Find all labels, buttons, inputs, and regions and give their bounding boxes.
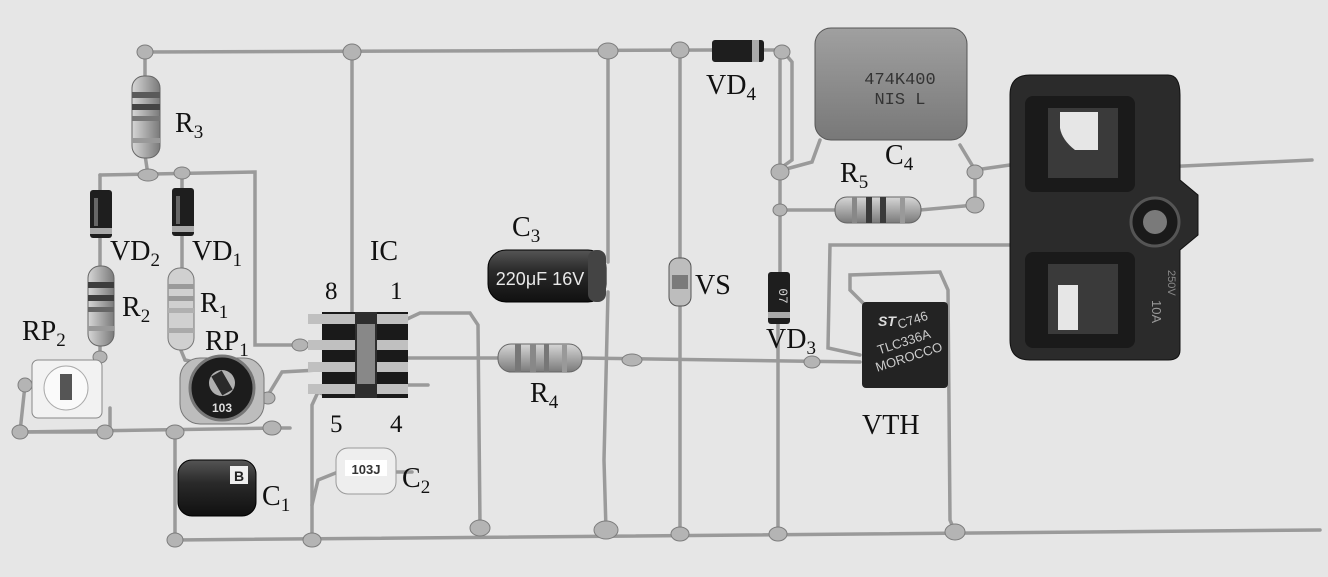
label-r1: R1 bbox=[200, 288, 229, 323]
capacitor-c2: 103J bbox=[335, 447, 397, 495]
diode-vd4 bbox=[712, 40, 764, 62]
vd3-marking: 07 bbox=[775, 288, 790, 304]
top-rail-wire bbox=[143, 48, 714, 54]
capacitor-c3: 220μF 16V bbox=[487, 249, 607, 303]
resistor-r5 bbox=[834, 196, 922, 224]
socket-rating: 10A bbox=[1149, 300, 1164, 323]
label-vd2: VD2 bbox=[110, 236, 160, 271]
label-ic: IC bbox=[370, 236, 398, 267]
capacitor-c1: B bbox=[177, 459, 257, 517]
label-r2: R2 bbox=[122, 292, 151, 327]
triac-vth: ST C746 TLC336A MOROCCO bbox=[862, 302, 948, 388]
rp1-code: 103 bbox=[212, 401, 232, 415]
mains-socket: 10A 250V bbox=[1009, 74, 1199, 361]
label-c4: C4 bbox=[885, 140, 914, 175]
ic-pin-4: 4 bbox=[390, 411, 403, 438]
label-vs: VS bbox=[695, 270, 731, 301]
ic-pin-8: 8 bbox=[325, 278, 338, 305]
label-vd3: VD3 bbox=[766, 324, 816, 359]
label-r5: R5 bbox=[840, 158, 869, 193]
resistor-r2 bbox=[87, 265, 115, 347]
label-rp2: RP2 bbox=[22, 316, 66, 351]
c1-mark: B bbox=[234, 468, 244, 484]
bottom-rail-wire bbox=[173, 528, 1322, 542]
ic-chip bbox=[308, 312, 408, 398]
diac-vs bbox=[668, 257, 692, 307]
ic-pin-5: 5 bbox=[330, 411, 343, 438]
label-rp1: RP1 bbox=[205, 326, 249, 361]
capacitor-c4: 474K400 NIS L bbox=[814, 27, 968, 141]
label-c1: C1 bbox=[262, 481, 291, 516]
trimmer-rp1: 103 bbox=[179, 354, 265, 425]
diode-vd3: 07 bbox=[768, 272, 790, 324]
diode-vd1 bbox=[172, 188, 194, 236]
label-vd1: VD1 bbox=[192, 236, 242, 271]
label-r4: R4 bbox=[530, 378, 559, 413]
resistor-r4 bbox=[497, 343, 583, 373]
label-r3: R3 bbox=[175, 108, 204, 143]
vth-logo: ST bbox=[878, 313, 897, 329]
c4-line1: 474K400 bbox=[864, 71, 935, 90]
resistor-r3 bbox=[131, 75, 161, 159]
diode-vd2 bbox=[90, 190, 112, 238]
c3-value: 220μF 16V bbox=[496, 269, 584, 289]
c4-line2: NIS L bbox=[874, 91, 925, 110]
socket-voltage: 250V bbox=[1165, 270, 1177, 296]
label-c2: C2 bbox=[402, 463, 431, 498]
ic-pin-1: 1 bbox=[390, 278, 403, 305]
trimmer-rp2 bbox=[31, 359, 103, 419]
solder-joints bbox=[11, 41, 985, 548]
c2-code: 103J bbox=[352, 462, 381, 477]
resistor-r1 bbox=[167, 267, 195, 351]
label-vd4: VD4 bbox=[706, 70, 756, 105]
label-vth: VTH bbox=[862, 410, 920, 441]
label-c3: C3 bbox=[512, 212, 541, 247]
